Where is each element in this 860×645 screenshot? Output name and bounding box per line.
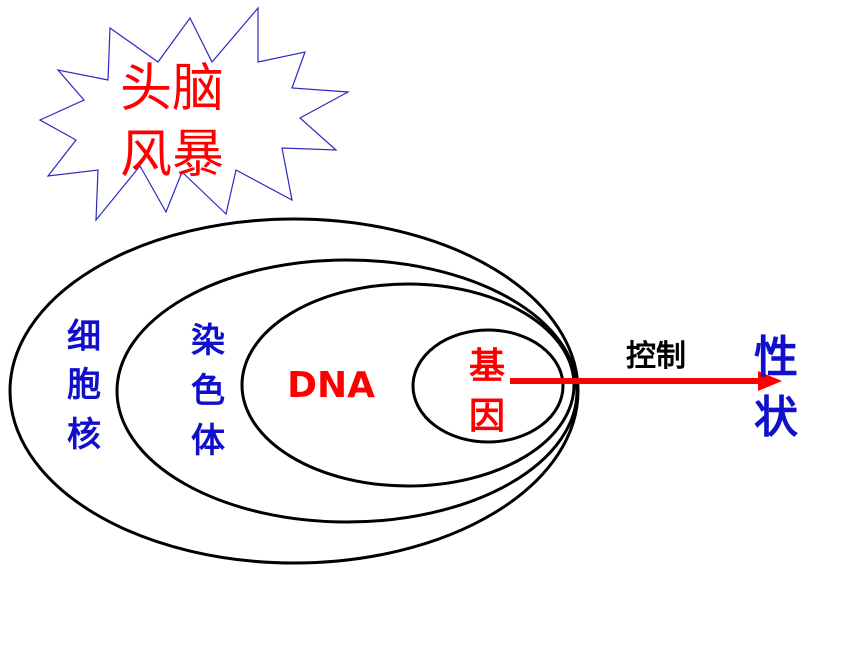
nucleus-char: 细	[67, 317, 101, 357]
chromosome-char: 染	[191, 321, 225, 361]
gene-label: 基 因	[469, 346, 505, 437]
gene-char: 基	[469, 346, 505, 387]
gene-char: 因	[469, 396, 505, 437]
control-label: 控制	[626, 339, 686, 374]
chromosome-char: 色	[191, 371, 225, 411]
chromosome-ellipse	[115, 258, 579, 524]
chromosome-char: 体	[191, 421, 225, 461]
chromosome-label: 染 色 体	[191, 321, 225, 461]
nucleus-char: 核	[67, 415, 101, 455]
trait-char: 状	[754, 392, 799, 443]
control-arrow-head	[758, 371, 782, 391]
gene-ellipse	[411, 328, 565, 444]
nucleus-label: 细 胞 核	[67, 317, 101, 455]
brainstorm-title-line2: 风暴	[120, 125, 224, 185]
starburst-shape	[38, 6, 351, 222]
dna-label: DNA	[287, 365, 375, 406]
dna-ellipse	[240, 282, 576, 488]
trait-label: 性 状	[754, 332, 799, 443]
nucleus-char: 胞	[67, 365, 101, 405]
brainstorm-title-line1: 头脑	[120, 59, 224, 119]
trait-char: 性	[754, 332, 798, 383]
